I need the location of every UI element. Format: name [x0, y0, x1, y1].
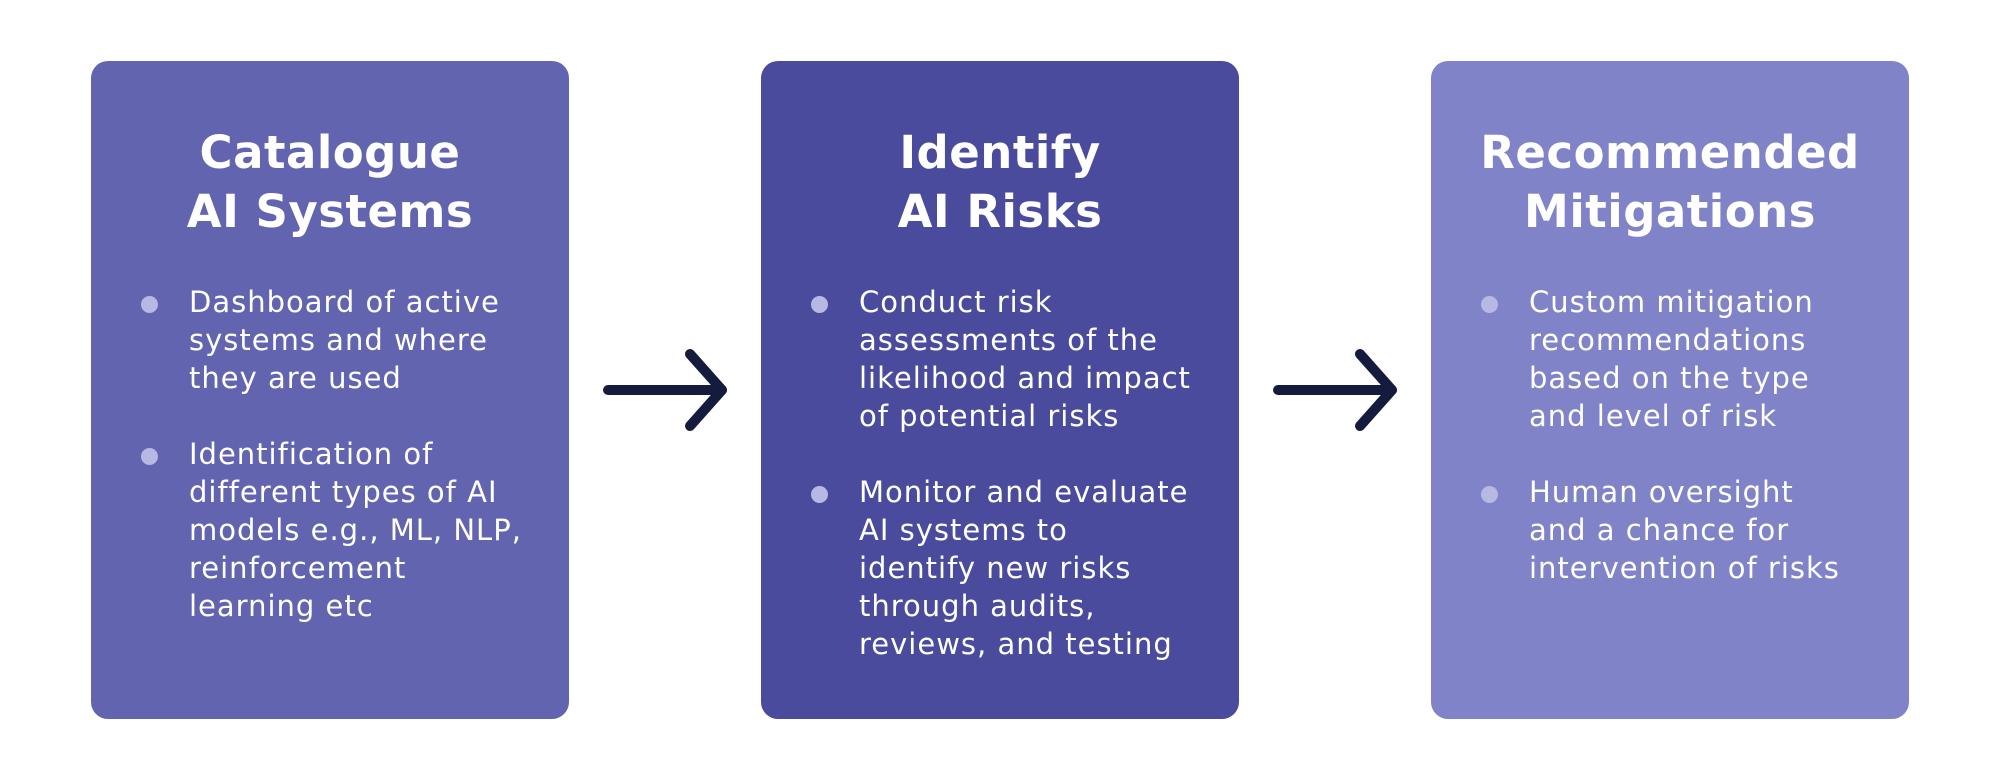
bullet-line: Monitor and evaluate: [859, 475, 1189, 509]
bullet-text: Identification of different types of AI …: [189, 435, 559, 625]
bullet-item: Custom mitigation recommendations based …: [1481, 283, 1899, 435]
bullet-line: likelihood and impact: [859, 361, 1191, 395]
bullet-line: Dashboard of active: [189, 285, 500, 319]
bullet-dot-icon: [1481, 296, 1498, 313]
bullet-text: Dashboard of active systems and where th…: [189, 283, 559, 397]
bullet-line: recommendations: [1529, 323, 1807, 357]
card-title-line: AI Risks: [897, 185, 1103, 238]
bullet-list: Custom mitigation recommendations based …: [1481, 283, 1899, 625]
bullet-line: AI systems to: [859, 513, 1068, 547]
card-title: Identify AI Risks: [761, 123, 1239, 241]
bullet-line: and a chance for: [1529, 513, 1790, 547]
bullet-line: models e.g., ML, NLP,: [189, 513, 522, 547]
bullet-item: Dashboard of active systems and where th…: [141, 283, 559, 397]
bullet-dot-icon: [811, 296, 828, 313]
bullet-text: Monitor and evaluate AI systems to ident…: [859, 473, 1229, 663]
bullet-line: of potential risks: [859, 399, 1120, 433]
bullet-line: reinforcement: [189, 551, 407, 585]
bullet-line: and level of risk: [1529, 399, 1778, 433]
card-identify-ai-risks: Identify AI Risks Conduct risk assessmen…: [761, 61, 1239, 719]
bullet-dot-icon: [811, 486, 828, 503]
bullet-line: they are used: [189, 361, 402, 395]
bullet-line: identify new risks: [859, 551, 1132, 585]
card-title: Recommended Mitigations: [1431, 123, 1909, 241]
bullet-line: reviews, and testing: [859, 627, 1173, 661]
bullet-item: Conduct risk assessments of the likeliho…: [811, 283, 1229, 435]
bullet-dot-icon: [141, 296, 158, 313]
bullet-text: Human oversight and a chance for interve…: [1529, 473, 1899, 587]
bullet-dot-icon: [141, 448, 158, 465]
bullet-line: intervention of risks: [1529, 551, 1840, 585]
bullet-line: based on the type: [1529, 361, 1810, 395]
bullet-line: through audits,: [859, 589, 1096, 623]
card-recommended-mitigations: Recommended Mitigations Custom mitigatio…: [1431, 61, 1909, 719]
card-title-line: Mitigations: [1524, 185, 1816, 238]
bullet-line: different types of AI: [189, 475, 498, 509]
card-title-line: AI Systems: [186, 185, 474, 238]
bullet-line: Identification of: [189, 437, 434, 471]
bullet-list: Conduct risk assessments of the likeliho…: [811, 283, 1229, 701]
bullet-item: Identification of different types of AI …: [141, 435, 559, 625]
bullet-list: Dashboard of active systems and where th…: [141, 283, 559, 663]
bullet-item: Human oversight and a chance for interve…: [1481, 473, 1899, 587]
arrow-right-icon: [603, 349, 727, 431]
card-title-line: Identify: [899, 126, 1101, 179]
bullet-dot-icon: [1481, 486, 1498, 503]
bullet-line: Conduct risk: [859, 285, 1053, 319]
card-title-line: Recommended: [1480, 126, 1860, 179]
bullet-line: systems and where: [189, 323, 489, 357]
arrow-right-icon: [1273, 349, 1397, 431]
bullet-line: Custom mitigation: [1529, 285, 1814, 319]
bullet-text: Custom mitigation recommendations based …: [1529, 283, 1899, 435]
card-catalogue-ai-systems: Catalogue AI Systems Dashboard of active…: [91, 61, 569, 719]
bullet-line: assessments of the: [859, 323, 1158, 357]
bullet-item: Monitor and evaluate AI systems to ident…: [811, 473, 1229, 663]
bullet-line: learning etc: [189, 589, 374, 623]
bullet-text: Conduct risk assessments of the likeliho…: [859, 283, 1229, 435]
card-title: Catalogue AI Systems: [91, 123, 569, 241]
bullet-line: Human oversight: [1529, 475, 1794, 509]
card-title-line: Catalogue: [199, 126, 461, 179]
